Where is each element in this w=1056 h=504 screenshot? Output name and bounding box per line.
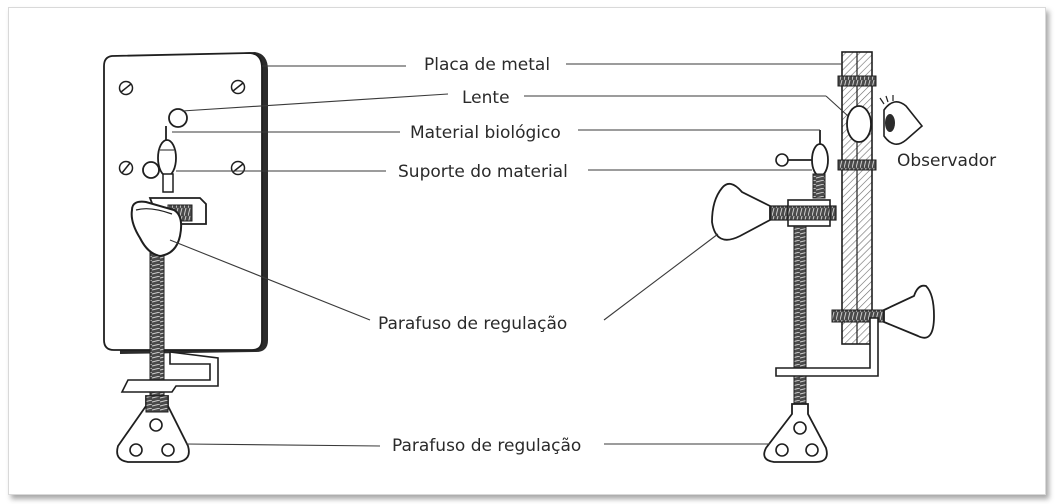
- clamp-bracket: [120, 351, 219, 393]
- wing-screw-side-left: [711, 182, 771, 241]
- holder-knob: [142, 161, 160, 179]
- lens-front: [168, 108, 188, 128]
- label-lente: Lente: [462, 88, 510, 108]
- label-parafuso-de-regulacao-1: Parafuso de regulação: [378, 314, 567, 334]
- specimen-holder: [157, 139, 177, 177]
- label-placa-de-metal: Placa de metal: [424, 55, 550, 75]
- side-view: [711, 51, 935, 463]
- label-material-biologico: Material biológico: [410, 123, 561, 143]
- leader-lines: [169, 63, 849, 447]
- specimen-holder-side: [811, 143, 829, 177]
- wing-screw-front: [130, 200, 183, 258]
- observer-eye-icon: [879, 95, 924, 145]
- lens-side: [846, 105, 872, 143]
- label-observador: Observador: [897, 151, 996, 171]
- label-suporte-do-material: Suporte do material: [398, 162, 568, 182]
- front-view: [103, 52, 268, 463]
- clamp-bracket-side: [775, 317, 879, 377]
- regulation-rod-side: [793, 225, 807, 405]
- label-parafuso-de-regulacao-2: Parafuso de regulação: [392, 436, 581, 456]
- wing-screw-side-right: [883, 284, 935, 339]
